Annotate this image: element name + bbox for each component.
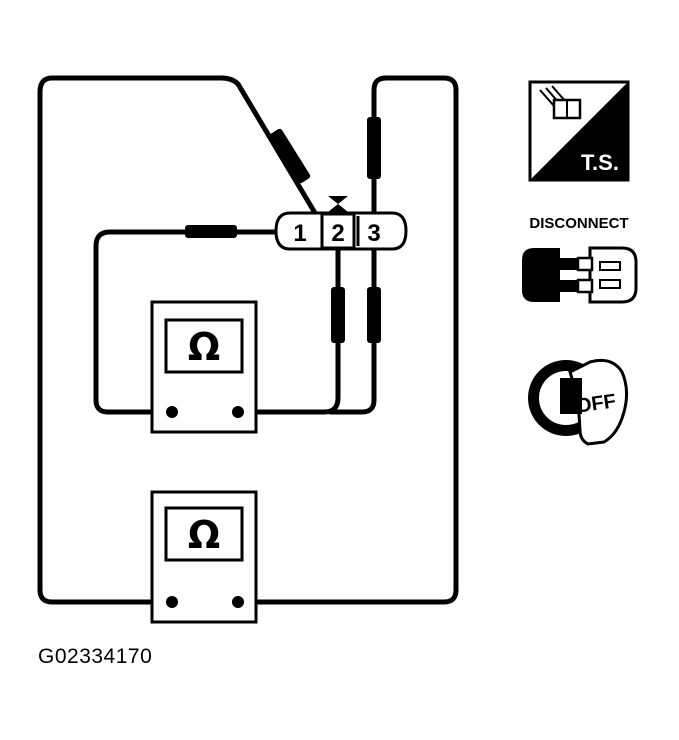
probe-top-left-wire [185,225,237,238]
wiring [37,75,459,605]
jack-right [232,596,244,608]
jack-right [232,406,244,418]
ohmmeter-top: Ω [150,300,258,434]
wire-pin3-to-bottom-meter [235,75,459,605]
probes [185,117,381,343]
ohm-symbol: Ω [188,325,220,369]
wire-pin1-to-bottom-meter [37,75,321,605]
pin-label-1: 1 [293,220,306,247]
test-symbol-icon: T.S. [528,80,630,182]
test-symbol-label: T.S. [581,150,619,175]
probe-pin2-lower [331,287,345,343]
connector-glyph-icon [539,85,582,120]
wire-pin3-down [327,242,377,415]
disconnect-label: DISCONNECT [529,215,628,232]
figure-id: G02334170 [38,645,153,668]
jack-left [166,406,178,418]
jack-left [166,596,178,608]
ohm-symbol: Ω [188,513,220,557]
ohmmeter-bottom: Ω [150,490,258,624]
probe-diagonal [269,128,311,184]
probe-pin3-lower [367,287,381,343]
key-icon [568,358,629,446]
wire-pin2-to-top-meter [235,242,341,415]
probe-pin3-upper [367,117,381,179]
pin-label-3: 3 [367,220,380,247]
ignition-off-icon: OFF [528,358,629,446]
pin-label-2: 2 [331,220,344,247]
wire-pin1-to-top-meter [93,229,285,415]
connector-latch [328,196,348,212]
connector: 1 2 3 [274,196,408,251]
disconnect-icon: DISCONNECT [522,215,638,304]
